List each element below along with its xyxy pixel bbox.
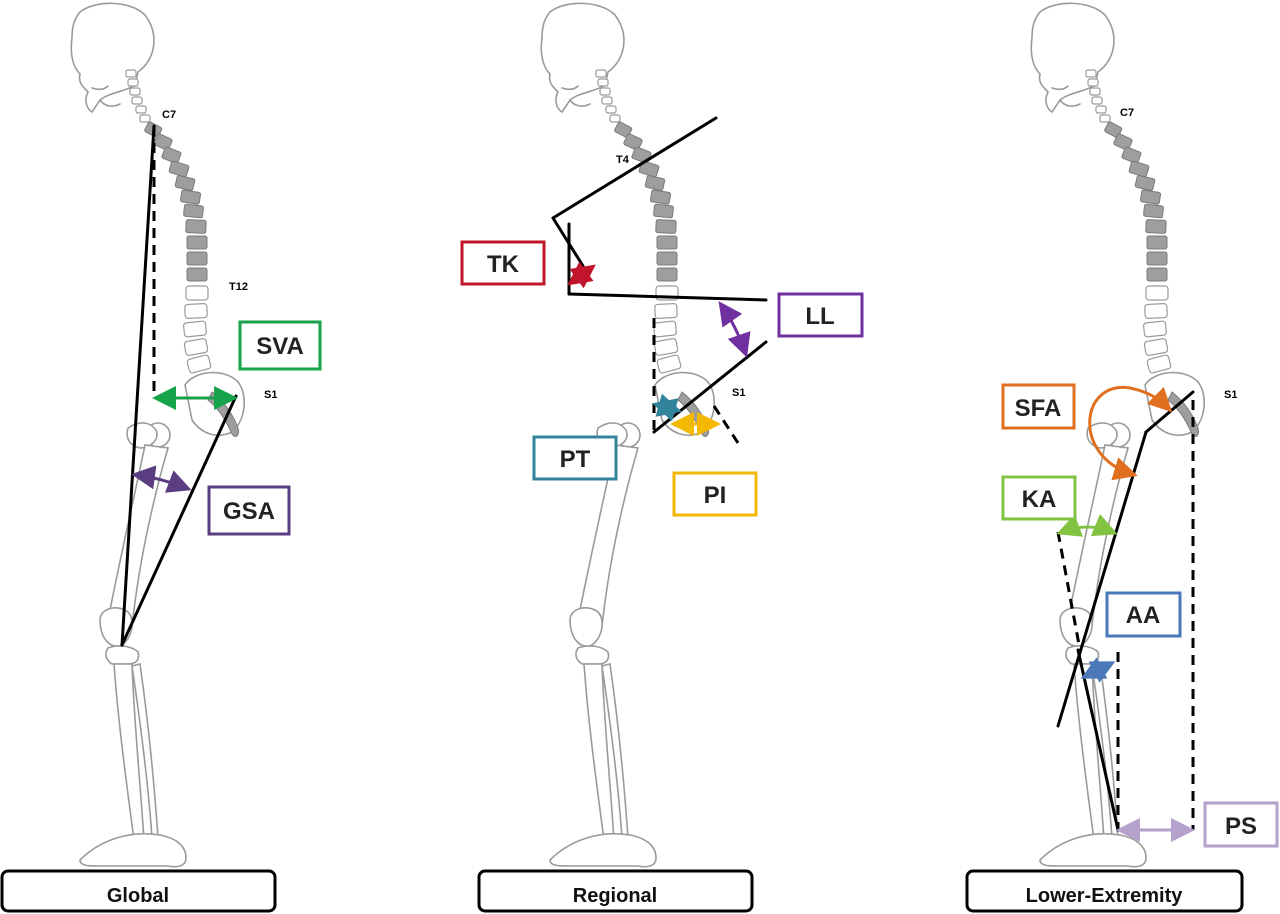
level-c7: C7 [162,109,176,121]
label-tk-text: TK [487,251,520,278]
label-pi-box [672,471,758,517]
label-ll-text: LL [805,303,834,330]
level-t4: T4 [616,154,630,166]
panel-title-text: Regional [573,885,657,907]
pt-arrow [652,393,682,422]
ka-arrow [1056,514,1118,537]
t12-endplate-line [567,292,768,302]
level-s1: S1 [1224,389,1237,401]
level-c7: C7 [1120,107,1134,119]
panel-title-text: Global [107,885,169,907]
label-ll-box [777,292,864,338]
panel-title-lower-extremity: Lower-Extremity [965,869,1244,913]
label-tk: TK [460,240,546,286]
panel-lower-extremity: C7 S1 SFA KA AA PS Lower-Extremi [965,2,1279,913]
label-aa-box [1105,591,1182,638]
knee-reference-line [1056,531,1082,651]
label-aa-text: AA [1126,602,1161,629]
label-tk-box [460,240,546,286]
label-sva: SVA [238,320,322,371]
level-t12: T12 [229,281,248,293]
label-ka-text: KA [1022,486,1057,513]
skeleton-regional [540,2,716,868]
panel-title-box [965,869,1244,913]
panel-title-box [0,869,277,913]
label-pt-text: PT [560,446,591,473]
label-ll: LL [777,292,864,338]
panel-global: C7 T12 S1 SVA GSA Global [0,2,322,913]
label-gsa-box [207,485,291,536]
c7-knee-line [120,124,156,647]
label-sva-text: SVA [256,333,304,360]
label-ps: PS [1203,801,1279,848]
s1-knee-line [120,394,238,647]
label-gsa-text: GSA [223,498,275,525]
label-pt: PT [532,435,618,481]
label-ps-text: PS [1225,813,1257,840]
label-sfa-box [1001,383,1076,430]
panel-regional: T4 S1 TK LL PT PI Regional [460,2,864,913]
aa-arrow [1080,657,1116,683]
pi-perpendicular-line [712,405,742,447]
level-s1: S1 [264,389,277,401]
label-pi: PI [672,471,758,517]
sfa-arrow [1088,386,1173,481]
t4-endplate-line [551,116,718,220]
gsa-arrow [131,465,192,493]
panel-title-regional: Regional [477,869,754,913]
level-s1: S1 [732,387,745,399]
label-sva-box [238,320,322,371]
panel-title-text: Lower-Extremity [1026,885,1184,907]
femur-axis-line [1056,430,1148,728]
ll-arrow [718,301,751,358]
label-pt-box [532,435,618,481]
label-gsa: GSA [207,485,291,536]
label-ps-box [1203,801,1279,848]
label-sfa: SFA [1001,383,1076,430]
label-pi-text: PI [704,482,727,509]
label-ka-box [1001,475,1077,521]
tk-arrow [567,261,596,289]
label-sfa-text: SFA [1015,395,1062,422]
panel-title-box [477,869,754,913]
label-ka: KA [1001,475,1077,521]
label-aa: AA [1105,591,1182,638]
panel-title-global: Global [0,869,277,913]
